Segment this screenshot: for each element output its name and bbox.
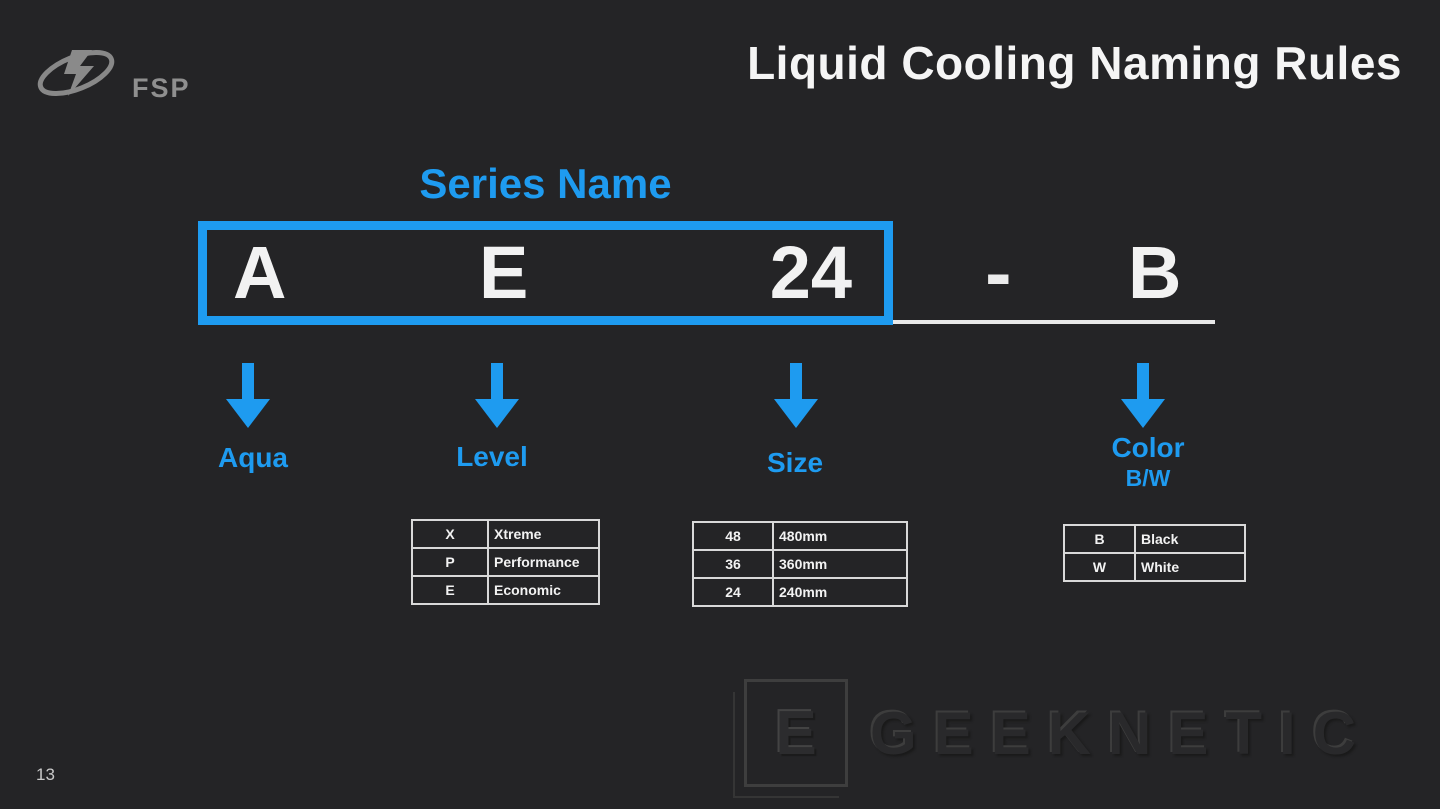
watermark-text: GEEKNETIC: [870, 699, 1374, 767]
table-row: B Black: [1063, 524, 1246, 554]
arrow-stem: [790, 363, 802, 399]
annotation-label: Color: [1111, 432, 1185, 463]
table-cell: E: [411, 575, 489, 605]
color-table: B Black W White: [1063, 524, 1246, 582]
arrow-head: [226, 399, 270, 428]
fsp-logo-icon: [37, 49, 115, 97]
table-row: P Performance: [411, 547, 600, 577]
level-table: X Xtreme P Performance E Economic: [411, 519, 600, 605]
arrow-head: [475, 399, 519, 428]
table-cell: 480mm: [772, 521, 908, 551]
series-name-label: Series Name: [419, 160, 672, 207]
code-part-aqua: A: [233, 231, 287, 314]
code-part-color: B: [1128, 231, 1182, 314]
annotation-color: Color B/W: [1078, 432, 1218, 492]
table-cell: White: [1134, 552, 1246, 582]
page-title: Liquid Cooling Naming Rules: [747, 37, 1402, 89]
down-arrow-icon: [774, 363, 818, 428]
table-cell: 48: [692, 521, 774, 551]
annotation-size: Size: [725, 447, 865, 479]
table-cell: 240mm: [772, 577, 908, 607]
arrow-head: [1121, 399, 1165, 428]
table-cell: Xtreme: [487, 519, 600, 549]
arrow-stem: [1137, 363, 1149, 399]
table-row: 48 480mm: [692, 521, 908, 551]
annotation-label: Aqua: [218, 442, 288, 473]
table-row: 24 240mm: [692, 577, 908, 607]
arrow-stem: [491, 363, 503, 399]
table-row: W White: [1063, 552, 1246, 582]
table-cell: W: [1063, 552, 1136, 582]
table-cell: Performance: [487, 547, 600, 577]
fsp-logo-text: FSP: [132, 73, 191, 103]
code-part-size: 24: [769, 231, 852, 314]
annotation-label: Level: [456, 441, 528, 472]
table-cell: 360mm: [772, 549, 908, 579]
size-table: 48 480mm 36 360mm 24 240mm: [692, 521, 908, 607]
geeknetic-logo-icon: E: [733, 679, 848, 798]
watermark-logo-letter: E: [775, 698, 817, 768]
annotation-aqua: Aqua: [183, 442, 323, 474]
code-part-level: E: [479, 231, 529, 314]
table-cell: P: [411, 547, 489, 577]
fsp-logo: FSP: [34, 42, 191, 104]
table-cell: 36: [692, 549, 774, 579]
table-cell: Economic: [487, 575, 600, 605]
table-cell: Black: [1134, 524, 1246, 554]
table-cell: 24: [692, 577, 774, 607]
series-name-box: A E 24: [198, 221, 893, 325]
table-cell: X: [411, 519, 489, 549]
table-cell: B: [1063, 524, 1136, 554]
down-arrow-icon: [475, 363, 519, 428]
table-row: 36 360mm: [692, 549, 908, 579]
suffix-underline: [893, 320, 1215, 324]
page-number: 13: [36, 765, 55, 784]
down-arrow-icon: [226, 363, 270, 428]
arrow-stem: [242, 363, 254, 399]
code-separator: -: [985, 228, 1012, 317]
down-arrow-icon: [1121, 363, 1165, 428]
table-row: E Economic: [411, 575, 600, 605]
arrow-head: [774, 399, 818, 428]
annotation-label: Size: [766, 447, 824, 478]
table-row: X Xtreme: [411, 519, 600, 549]
geeknetic-watermark: E GEEKNETIC: [733, 674, 1374, 798]
annotation-level: Level: [422, 441, 562, 473]
annotation-sublabel: B/W: [1125, 465, 1171, 491]
